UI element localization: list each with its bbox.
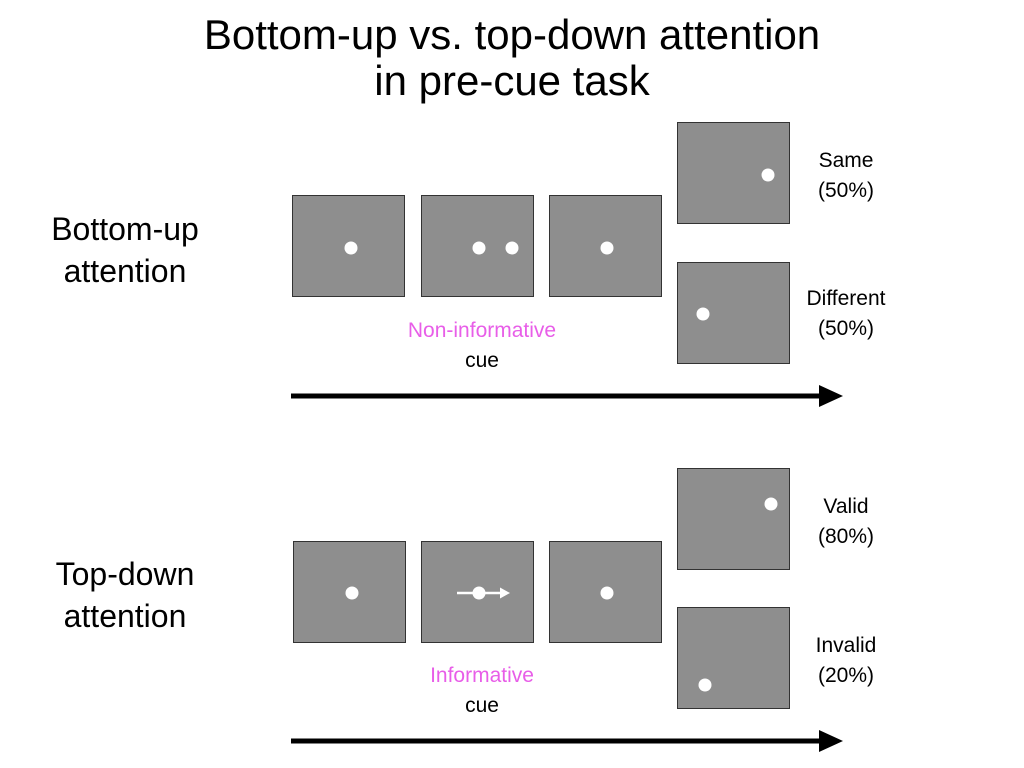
top-down-cue-word: cue	[465, 694, 499, 717]
top-down-label-line-1: Top-down	[55, 556, 195, 592]
outcome-invalid-label: Invalid (20%)	[781, 631, 911, 691]
top-down-fixation-screen	[293, 541, 406, 643]
bottom-up-delay-screen	[549, 195, 662, 297]
target-dot-icon	[761, 168, 775, 182]
outcome-valid-percent: (80%)	[817, 525, 875, 548]
peripheral-cue-dot-icon	[505, 241, 519, 255]
target-dot-icon	[696, 307, 710, 321]
top-down-valid-target-screen	[677, 468, 790, 570]
outcome-different-label: Different (50%)	[781, 284, 911, 344]
top-down-cue-caption: Informative cue	[372, 661, 592, 721]
bottom-up-time-arrow-icon	[291, 385, 843, 407]
top-down-invalid-target-screen	[677, 607, 790, 709]
outcome-same-label: Same (50%)	[781, 146, 911, 206]
outcome-same-name: Same	[818, 149, 874, 172]
fixation-dot-icon	[344, 241, 358, 255]
diagram-title: Bottom-up vs. top-down attention in pre-…	[0, 12, 1024, 104]
bottom-up-cue-caption: Non-informative cue	[372, 316, 592, 376]
outcome-same-percent: (50%)	[817, 179, 875, 202]
bottom-up-label-line-2: attention	[63, 253, 187, 289]
fixation-dot-icon	[472, 241, 486, 255]
informative-cue-type: Informative	[430, 664, 534, 687]
target-dot-icon	[764, 497, 778, 511]
outcome-different-percent: (50%)	[817, 317, 875, 340]
bottom-up-different-target-screen	[677, 262, 790, 364]
non-informative-cue-type: Non-informative	[407, 319, 557, 342]
target-dot-icon	[698, 678, 712, 692]
fixation-dot-icon	[600, 241, 614, 255]
outcome-different-name: Different	[806, 287, 886, 310]
right-arrow-icon	[457, 586, 510, 600]
fixation-dot-icon	[600, 586, 614, 600]
bottom-up-cue-screen	[421, 195, 534, 297]
outcome-invalid-percent: (20%)	[817, 664, 875, 687]
outcome-valid-label: Valid (80%)	[781, 492, 911, 552]
bottom-up-fixation-screen	[292, 195, 405, 297]
top-down-cue-screen	[421, 541, 534, 643]
outcome-invalid-name: Invalid	[815, 634, 877, 657]
top-down-row-label: Top-down attention	[20, 553, 230, 637]
title-line-1: Bottom-up vs. top-down attention	[203, 11, 821, 58]
fixation-dot-icon	[345, 586, 359, 600]
bottom-up-cue-word: cue	[465, 349, 499, 372]
bottom-up-label-line-1: Bottom-up	[51, 211, 199, 247]
outcome-valid-name: Valid	[823, 495, 869, 518]
top-down-label-line-2: attention	[63, 598, 187, 634]
title-line-2: in pre-cue task	[374, 57, 650, 104]
bottom-up-same-target-screen	[677, 122, 790, 224]
top-down-delay-screen	[549, 541, 662, 643]
top-down-time-arrow-icon	[291, 730, 843, 752]
bottom-up-row-label: Bottom-up attention	[20, 208, 230, 292]
